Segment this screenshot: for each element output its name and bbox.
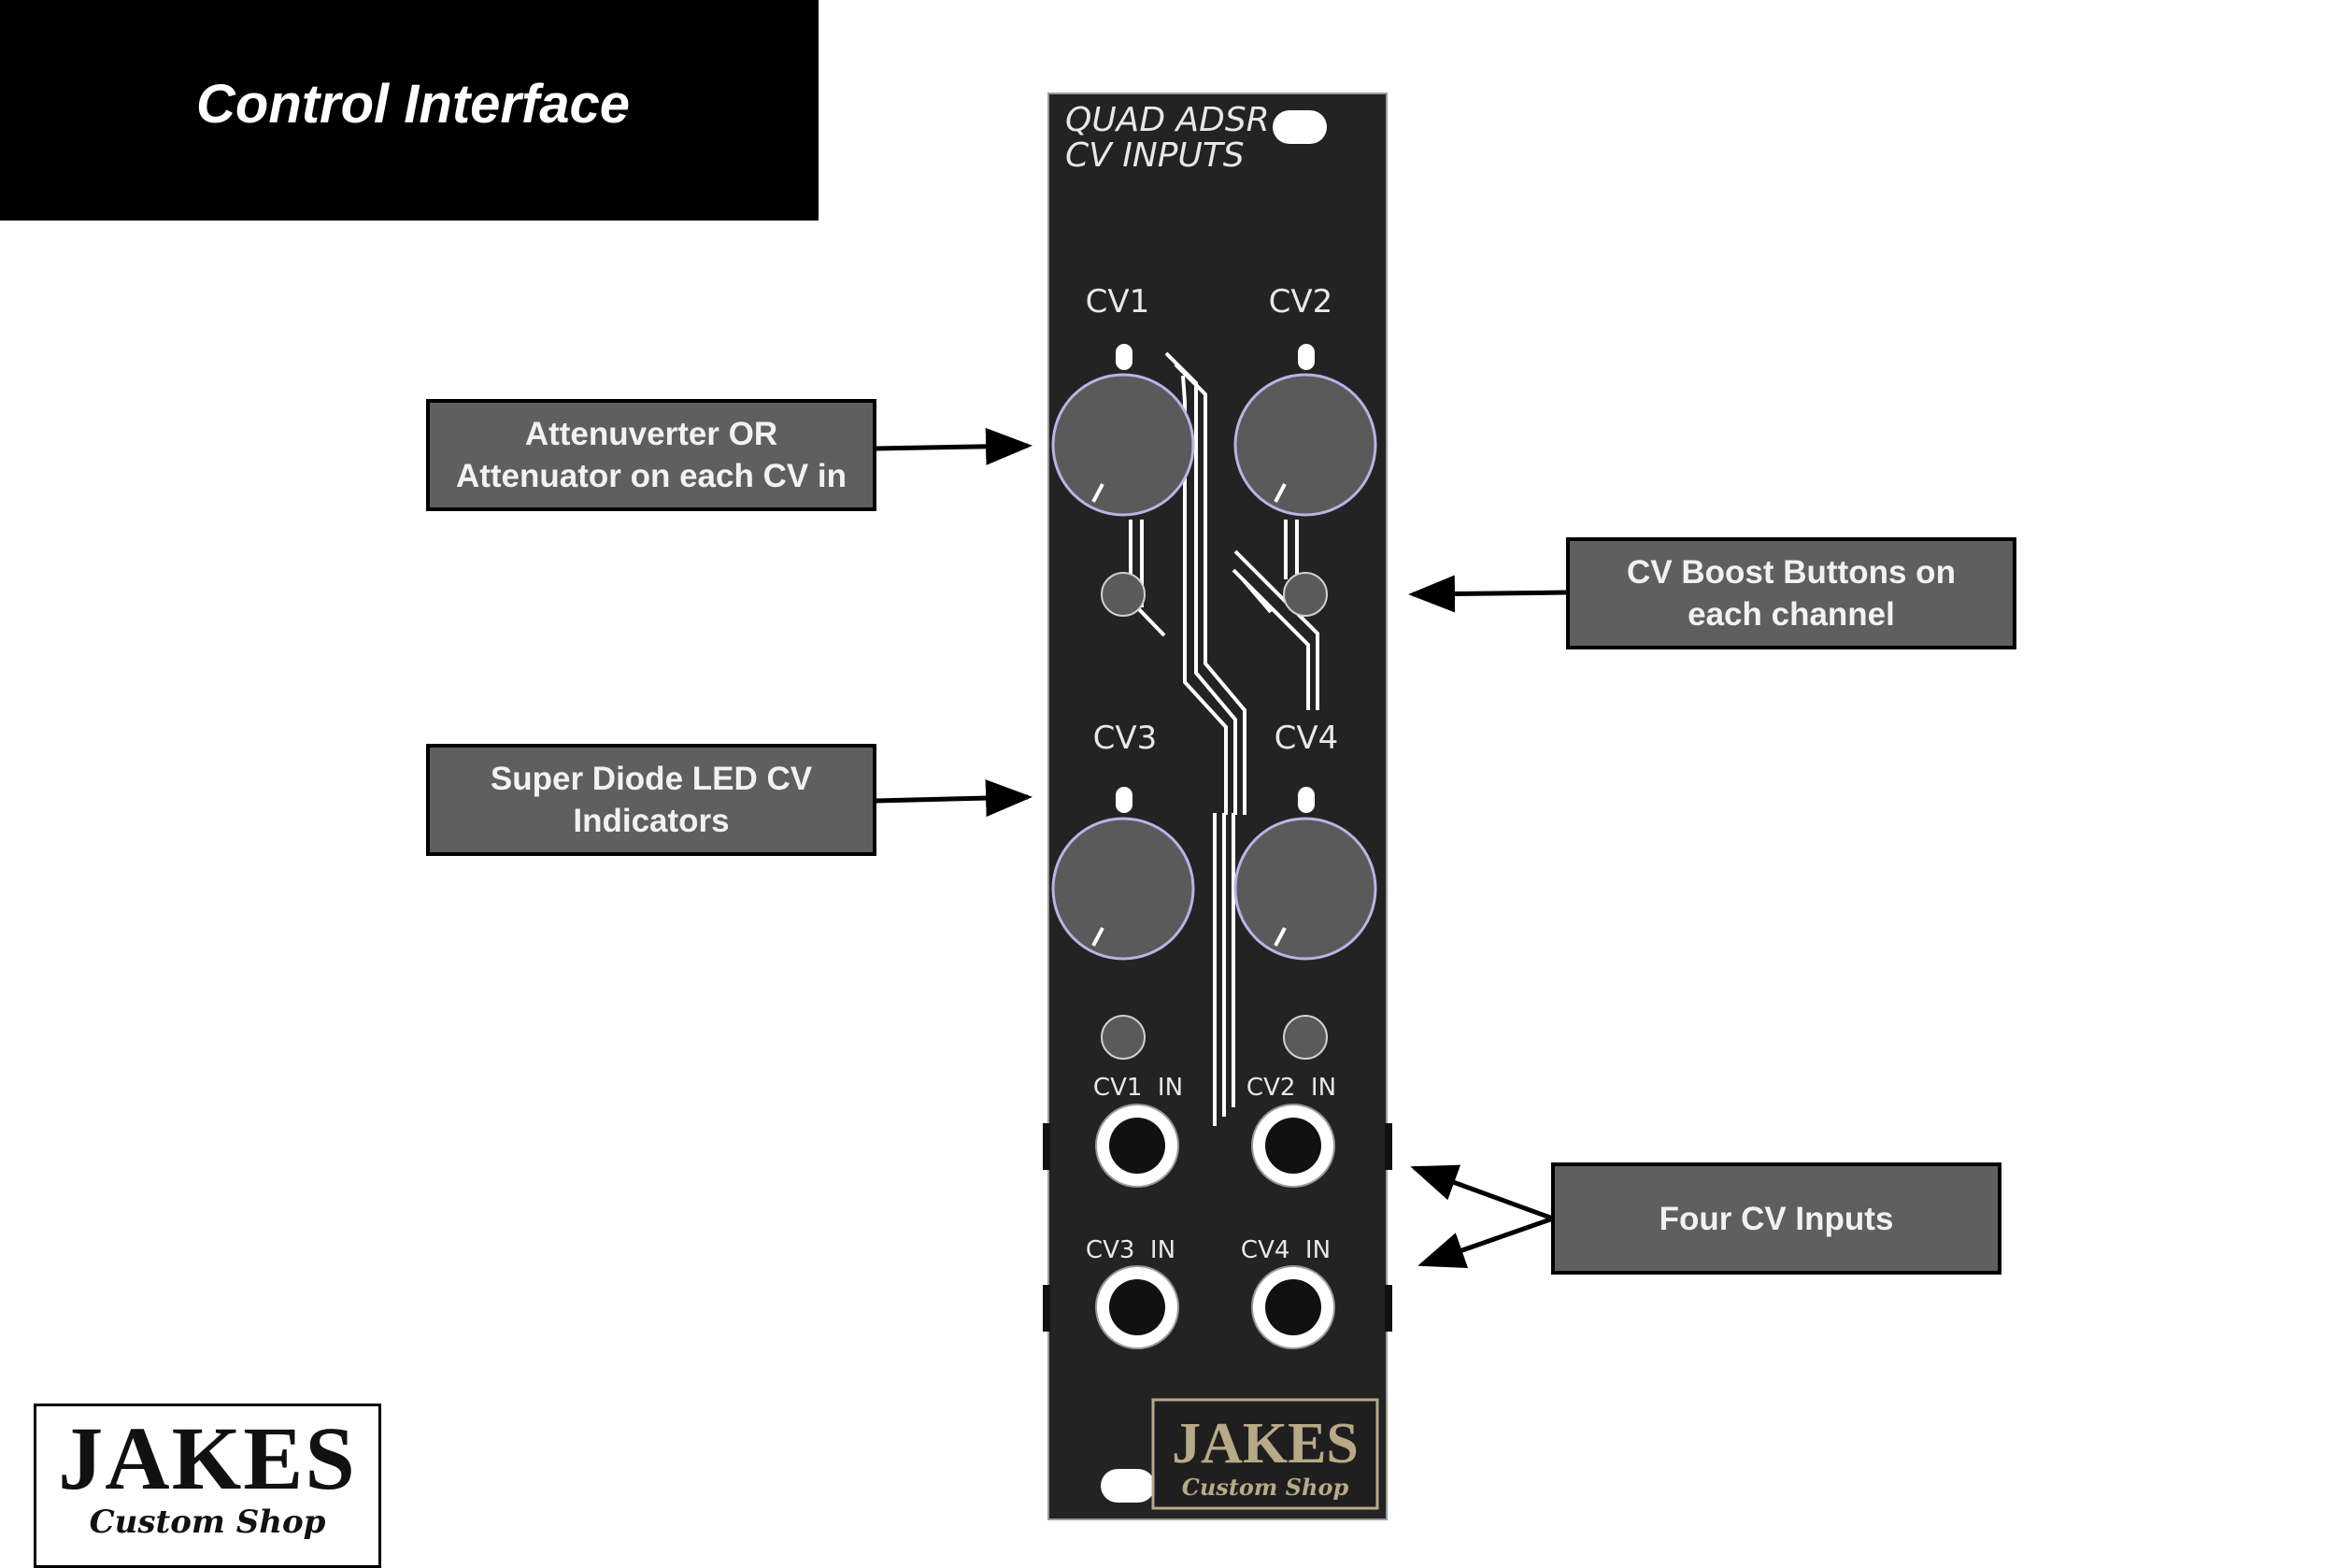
- arrow-attenuverter: [874, 427, 1033, 465]
- panel-rail-tab-right-1: [1385, 1123, 1392, 1170]
- knob-cv4[interactable]: [1233, 817, 1377, 961]
- knob-label-cv1: CV1: [1086, 283, 1150, 321]
- brand-logo-small: Custom Shop: [89, 1504, 326, 1541]
- jack-cv3-in[interactable]: [1095, 1265, 1179, 1349]
- knob-cv1[interactable]: [1051, 373, 1195, 517]
- jack-cv1-in[interactable]: [1095, 1104, 1179, 1188]
- arrow-inputs-lower: [1417, 1216, 1554, 1269]
- brand-logo-big: JAKES: [58, 1408, 357, 1508]
- module-title-line2: CV INPUTS: [1065, 136, 1245, 175]
- brand-logo: JAKES Custom Shop: [34, 1404, 381, 1568]
- boost-button-cv3[interactable]: [1101, 1015, 1146, 1060]
- knob-cv2[interactable]: [1233, 373, 1377, 517]
- callout-attenuverter-text: Attenuverter OR Attenuator on each CV in: [455, 416, 848, 494]
- led-cv4: [1298, 787, 1315, 813]
- arrow-diode: [874, 779, 1033, 818]
- panel-rail-tab-left-2: [1043, 1285, 1050, 1332]
- jack-label-cv3: CV3 IN: [1086, 1236, 1175, 1264]
- panel-logo: JAKES Custom Shop: [1151, 1398, 1379, 1510]
- led-cv2: [1298, 344, 1315, 370]
- led-cv1: [1116, 344, 1132, 370]
- page-title: Control Interface: [196, 74, 631, 135]
- knob-cv3[interactable]: [1051, 817, 1195, 961]
- jack-label-cv4: CV4 IN: [1241, 1236, 1331, 1264]
- callout-boost-buttons-text: CV Boost Buttons on each channel: [1627, 554, 1956, 633]
- jack-cv2-in[interactable]: [1251, 1104, 1335, 1188]
- arrow-boost: [1408, 575, 1569, 613]
- panel-rail-tab-left-1: [1043, 1123, 1050, 1170]
- panel-rail-tab-right-2: [1385, 1285, 1392, 1332]
- callout-cv-inputs-text: Four CV Inputs: [1659, 1200, 1894, 1237]
- callout-diode-led-text: Super Diode LED CV Indicators: [490, 761, 813, 839]
- panel-logo-big: JAKES: [1172, 1412, 1359, 1475]
- jack-label-cv2: CV2 IN: [1246, 1074, 1336, 1102]
- callout-boost-buttons: CV Boost Buttons on each channel: [1566, 537, 2016, 649]
- knob-label-cv4: CV4: [1275, 720, 1339, 757]
- panel-logo-small: Custom Shop: [1182, 1474, 1349, 1501]
- module-title-line1: QUAD ADSR: [1065, 101, 1270, 139]
- panel-traces: [1108, 351, 1319, 1126]
- boost-button-cv1[interactable]: [1101, 572, 1146, 617]
- boost-button-cv4[interactable]: [1283, 1015, 1328, 1060]
- jack-cv4-in[interactable]: [1251, 1265, 1335, 1349]
- jack-label-cv1: CV1 IN: [1093, 1074, 1183, 1102]
- title-banner: Control Interface: [0, 0, 819, 221]
- callout-diode-led: Super Diode LED CV Indicators: [426, 744, 876, 856]
- mounting-slot-bottom: [1101, 1469, 1155, 1503]
- callout-attenuverter: Attenuverter OR Attenuator on each CV in: [426, 399, 876, 511]
- knob-label-cv3: CV3: [1093, 720, 1158, 757]
- arrow-inputs-upper: [1410, 1164, 1554, 1221]
- mounting-slot-top: [1273, 110, 1327, 144]
- callout-cv-inputs: Four CV Inputs: [1551, 1162, 2001, 1275]
- knob-label-cv2: CV2: [1269, 283, 1333, 321]
- led-cv3: [1116, 787, 1132, 813]
- boost-button-cv2[interactable]: [1283, 572, 1328, 617]
